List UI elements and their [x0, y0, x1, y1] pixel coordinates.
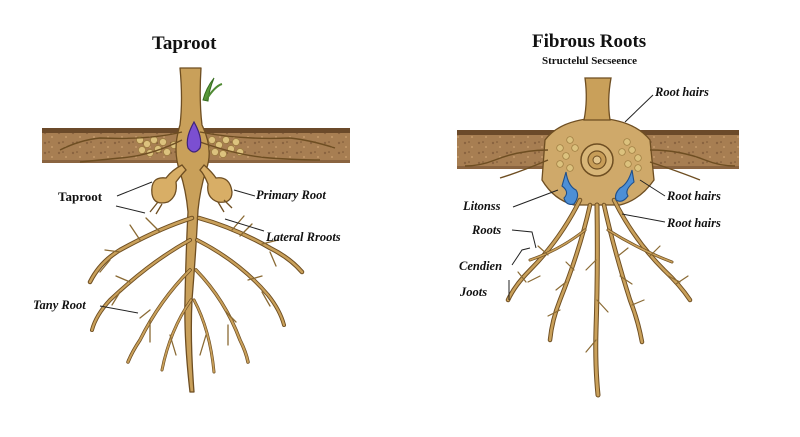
taproot-bud-icon — [186, 120, 202, 153]
label-litonss: Litonss — [463, 199, 501, 213]
label-primary-root: Primary Root — [256, 188, 326, 202]
taproot-surface-rootlets — [59, 131, 336, 163]
label-taproot: Taproot — [58, 189, 103, 204]
taproot-leader-lines — [99, 181, 265, 314]
label-root-hairs-low: Root hairs — [667, 216, 721, 230]
fibrous-leader-lines — [508, 94, 666, 300]
taproot-main-root — [175, 67, 210, 393]
taproot-lateral-roots — [87, 215, 305, 374]
label-lateral-roots: Lateral Rroots — [266, 230, 341, 244]
fibrous-roots — [505, 197, 693, 398]
label-joots: Joots — [460, 285, 488, 299]
fibrous-fine-rootlets — [517, 245, 689, 353]
label-root-hairs-mid: Root hairs — [667, 189, 721, 203]
fibrous-blue-root-hairs — [561, 169, 635, 205]
label-cendien: Cendien — [459, 259, 503, 273]
fibrous-subtitle: Structelul Secseence — [542, 55, 637, 67]
label-root-hairs-top: Root hairs — [655, 85, 709, 99]
fibrous-title: Fibrous Roots — [532, 31, 647, 52]
label-tany-root: Tany Root — [33, 298, 86, 312]
taproot-title: Taproot — [152, 33, 217, 54]
fibrous-stem — [583, 77, 612, 121]
fibrous-grain-clusters — [556, 136, 642, 172]
fibrous-surface-rootlets — [464, 149, 736, 181]
taproot-tubers — [149, 164, 233, 215]
label-roots: Roots — [472, 223, 502, 237]
